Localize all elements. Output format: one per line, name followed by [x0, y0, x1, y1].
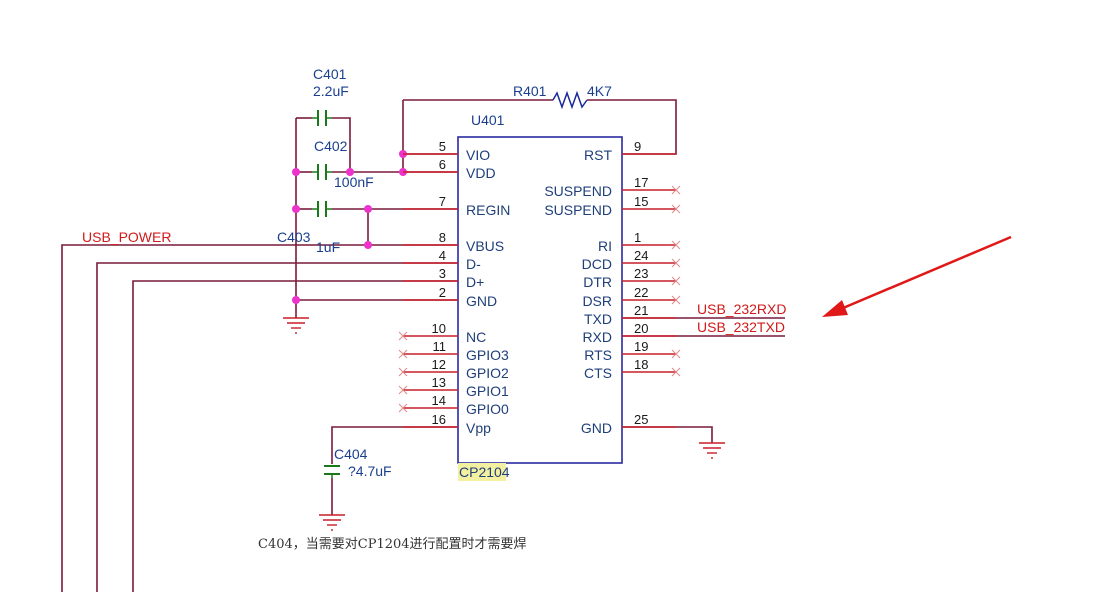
pin-name: TXD — [584, 311, 612, 327]
arrow-icon — [822, 235, 1012, 317]
pin-name: D- — [466, 256, 481, 272]
pin-name: NC — [466, 329, 486, 345]
c401-ref-label: C401 — [313, 66, 347, 82]
pin-name: SUSPEND — [544, 202, 612, 218]
pin-name: GND — [466, 293, 497, 309]
pin-name: GPIO0 — [466, 401, 509, 417]
pin-number: 12 — [432, 357, 446, 372]
pin-name: RI — [598, 238, 612, 254]
c403-value-label: 1uF — [316, 239, 340, 255]
left-pin-numbers: 5 6 7 8 4 3 2 10 11 12 13 14 16 — [432, 139, 446, 427]
net-label-usb-232txd: USB_232TXD — [697, 319, 785, 335]
pin-number: 23 — [634, 266, 648, 281]
pin-number: 2 — [439, 285, 446, 300]
pin-name: SUSPEND — [544, 183, 612, 199]
c403-ref-label: C403 — [277, 229, 311, 245]
c404-value-label: ?4.7uF — [348, 463, 392, 479]
pin-number: 14 — [432, 393, 446, 408]
c402-ref-label: C402 — [314, 138, 348, 154]
left-no-connect-marks — [398, 331, 408, 413]
pin-number: 17 — [634, 175, 648, 190]
ground-symbol-left — [283, 317, 309, 334]
pin-name: RTS — [584, 347, 612, 363]
capacitor-c404-symbol — [324, 465, 340, 478]
pin-name: DTR — [583, 274, 612, 290]
pin-name: VIO — [466, 147, 490, 163]
pin-number: 8 — [439, 230, 446, 245]
pin-name: REGIN — [466, 202, 510, 218]
pin-number: 22 — [634, 285, 648, 300]
right-pin-lines — [622, 153, 676, 428]
pin-name: DCD — [582, 256, 612, 272]
part-name-highlight — [458, 463, 506, 481]
net-label-usb-232rxd: USB_232RXD — [697, 301, 787, 317]
pin-name: GPIO1 — [466, 383, 509, 399]
pin-number: 10 — [432, 321, 446, 336]
pin-name: GPIO2 — [466, 365, 509, 381]
c401-value-label: 2.2uF — [313, 83, 349, 99]
c404-ref-label: C404 — [334, 446, 368, 462]
resistor-r401-symbol — [552, 90, 588, 110]
pin-name: VDD — [466, 165, 496, 181]
pin-number: 6 — [439, 157, 446, 172]
u401-part-label: CP2104 — [459, 464, 510, 480]
pin-name: GPIO3 — [466, 347, 509, 363]
pin-number: 4 — [439, 248, 446, 263]
right-no-connect-marks — [671, 185, 681, 377]
pin-number: 3 — [439, 266, 446, 281]
ground-symbol-c404 — [319, 514, 345, 531]
c402-value-label: 100nF — [334, 174, 374, 190]
pin-name: RST — [584, 147, 612, 163]
pin-number: 19 — [634, 339, 648, 354]
r401-value-label: 4K7 — [587, 83, 612, 99]
pin-number: 24 — [634, 248, 648, 263]
pin-number: 15 — [634, 194, 648, 209]
pin-number: 20 — [634, 321, 648, 336]
capacitor-c403-symbol — [312, 201, 332, 217]
pin-name: DSR — [582, 293, 612, 309]
capacitor-c401-symbol — [312, 110, 332, 126]
pin-number: 9 — [634, 139, 641, 154]
pin-number: 16 — [432, 412, 446, 427]
r401-ref-label: R401 — [513, 83, 547, 99]
pin-number: 1 — [634, 230, 641, 245]
pin-name: CTS — [584, 365, 612, 381]
pin-name: D+ — [466, 274, 484, 290]
ground-symbol-right — [699, 442, 725, 459]
right-pin-numbers: 9 17 15 1 24 23 22 21 20 19 18 25 — [634, 139, 648, 427]
junction-dots — [292, 150, 407, 304]
pin-number: 13 — [432, 375, 446, 390]
assembly-note: C404，当需要对CP1204进行配置时才需要焊 — [258, 536, 527, 552]
pin-number: 5 — [439, 139, 446, 154]
left-pin-lines — [403, 153, 458, 428]
pin-name: Vpp — [466, 420, 491, 436]
net-label-usb-power: USB_POWER — [82, 229, 171, 245]
pin-name: GND — [581, 420, 612, 436]
pin-number: 7 — [439, 194, 446, 209]
wires — [61, 99, 785, 592]
pin-name: VBUS — [466, 238, 504, 254]
u401-ref-label: U401 — [471, 112, 505, 128]
pin-number: 21 — [634, 303, 648, 318]
capacitor-c402-symbol — [312, 164, 332, 180]
pin-number: 18 — [634, 357, 648, 372]
right-pin-names: RST SUSPEND SUSPEND RI DCD DTR DSR TXD R… — [544, 147, 612, 436]
pin-name: RXD — [582, 329, 612, 345]
pin-number: 25 — [634, 412, 648, 427]
left-pin-names: VIO VDD REGIN VBUS D- D+ GND NC GPIO3 GP… — [466, 147, 510, 436]
pin-number: 11 — [433, 339, 447, 354]
